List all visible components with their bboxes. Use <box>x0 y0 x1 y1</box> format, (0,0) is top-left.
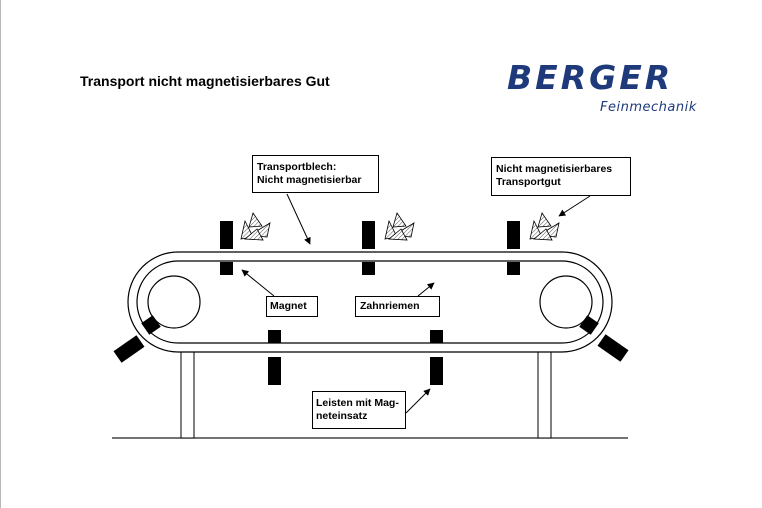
brand-logo: BERGER <box>507 58 674 97</box>
magnet-top-2 <box>362 262 375 275</box>
label-leisten-line1: Leisten mit Mag- <box>316 397 399 409</box>
magnet-top-3 <box>507 262 520 275</box>
magnet-strip-bottom-1 <box>268 357 281 385</box>
magnet-side-right-inner <box>579 315 599 335</box>
label-transportgut-line2: Transportgut <box>496 176 561 188</box>
magnet-top-1 <box>220 262 233 275</box>
label-transportblech-line2: Nicht magnetisierbar <box>257 174 362 186</box>
label-leisten: Leisten mit Mag- neteinsatz <box>312 391 406 429</box>
arrow-transportblech <box>286 193 311 245</box>
support-leg-left <box>180 351 195 439</box>
magnet-strip-bottom-2 <box>430 357 443 385</box>
toothed-belt <box>136 260 604 344</box>
transport-goods-1 <box>240 212 271 241</box>
magnet-strip-top-2 <box>362 221 375 249</box>
label-transportgut-line1: Nicht magnetisierbares <box>496 163 613 175</box>
label-magnet: Magnet <box>266 296 318 317</box>
magnet-side-left-inner <box>141 315 161 335</box>
pulley-left <box>147 275 201 329</box>
pulley-right <box>539 275 593 329</box>
label-transportgut: Nicht magnetisierbares Transportgut <box>491 157 631 196</box>
magnet-bottom-2 <box>430 330 443 343</box>
brand-subtitle: Feinmechanik <box>600 100 697 115</box>
page-title: Transport nicht magnetisierbares Gut <box>80 73 330 89</box>
magnet-strip-side-left <box>113 335 145 363</box>
magnet-strip-top-1 <box>220 221 233 249</box>
label-leisten-line2: neteinsatz <box>316 410 368 422</box>
label-transportblech-line1: Transportblech: <box>257 161 337 173</box>
arrow-leisten <box>405 388 431 414</box>
magnet-strip-top-3 <box>507 221 520 249</box>
label-transportblech: Transportblech: Nicht magnetisierbar <box>252 155 379 193</box>
label-zahnriemen: Zahnriemen <box>355 296 440 317</box>
arrow-transportgut <box>558 195 591 217</box>
magnet-bottom-1 <box>268 330 281 343</box>
arrow-magnet <box>241 269 275 297</box>
transport-goods-3 <box>529 212 560 241</box>
support-leg-right <box>537 351 552 439</box>
transport-goods-2 <box>384 212 415 241</box>
page-border <box>0 0 1 508</box>
magnet-strip-side-right <box>597 334 629 362</box>
arrow-zahnriemen <box>417 282 435 297</box>
